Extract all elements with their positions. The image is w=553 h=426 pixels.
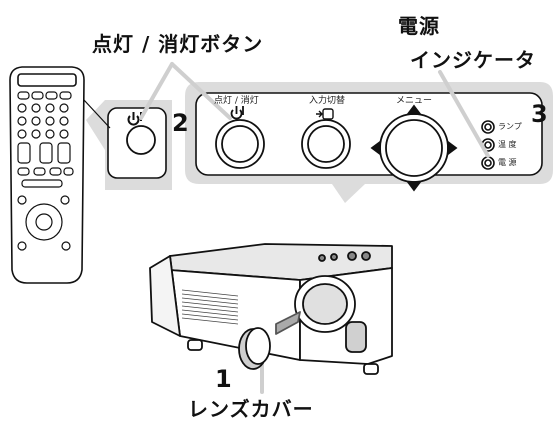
- projector: [149, 243, 393, 375]
- indicator-lamp-label: ランプ: [498, 122, 522, 131]
- step-2-number: 2: [172, 109, 189, 137]
- panel-input-button: [301, 108, 351, 169]
- indicator-power-label: 電 源: [498, 158, 517, 167]
- lens-cover-callout-label: レンズカバー: [188, 397, 314, 421]
- indicator-lamps: [481, 120, 495, 170]
- power-button-callout-label: 点灯 / 消灯ボタン: [92, 32, 264, 56]
- panel-menu-label: メニュー: [396, 96, 433, 106]
- power-indicator-callout-line2: インジケータ: [410, 48, 536, 72]
- panel-menu-crosspad: [370, 104, 458, 192]
- panel-power-label: 点灯 / 消灯: [214, 96, 259, 106]
- power-indicator-callout-line1: 電源: [398, 14, 440, 38]
- remote-power-button: [126, 112, 156, 155]
- step-1-number: 1: [215, 365, 232, 393]
- panel-power-button: [215, 106, 265, 169]
- remote-control: [9, 66, 111, 284]
- panel-input-label: 入力切替: [309, 96, 346, 106]
- step-3-number: 3: [531, 100, 548, 128]
- indicator-temp-label: 温 度: [498, 140, 517, 149]
